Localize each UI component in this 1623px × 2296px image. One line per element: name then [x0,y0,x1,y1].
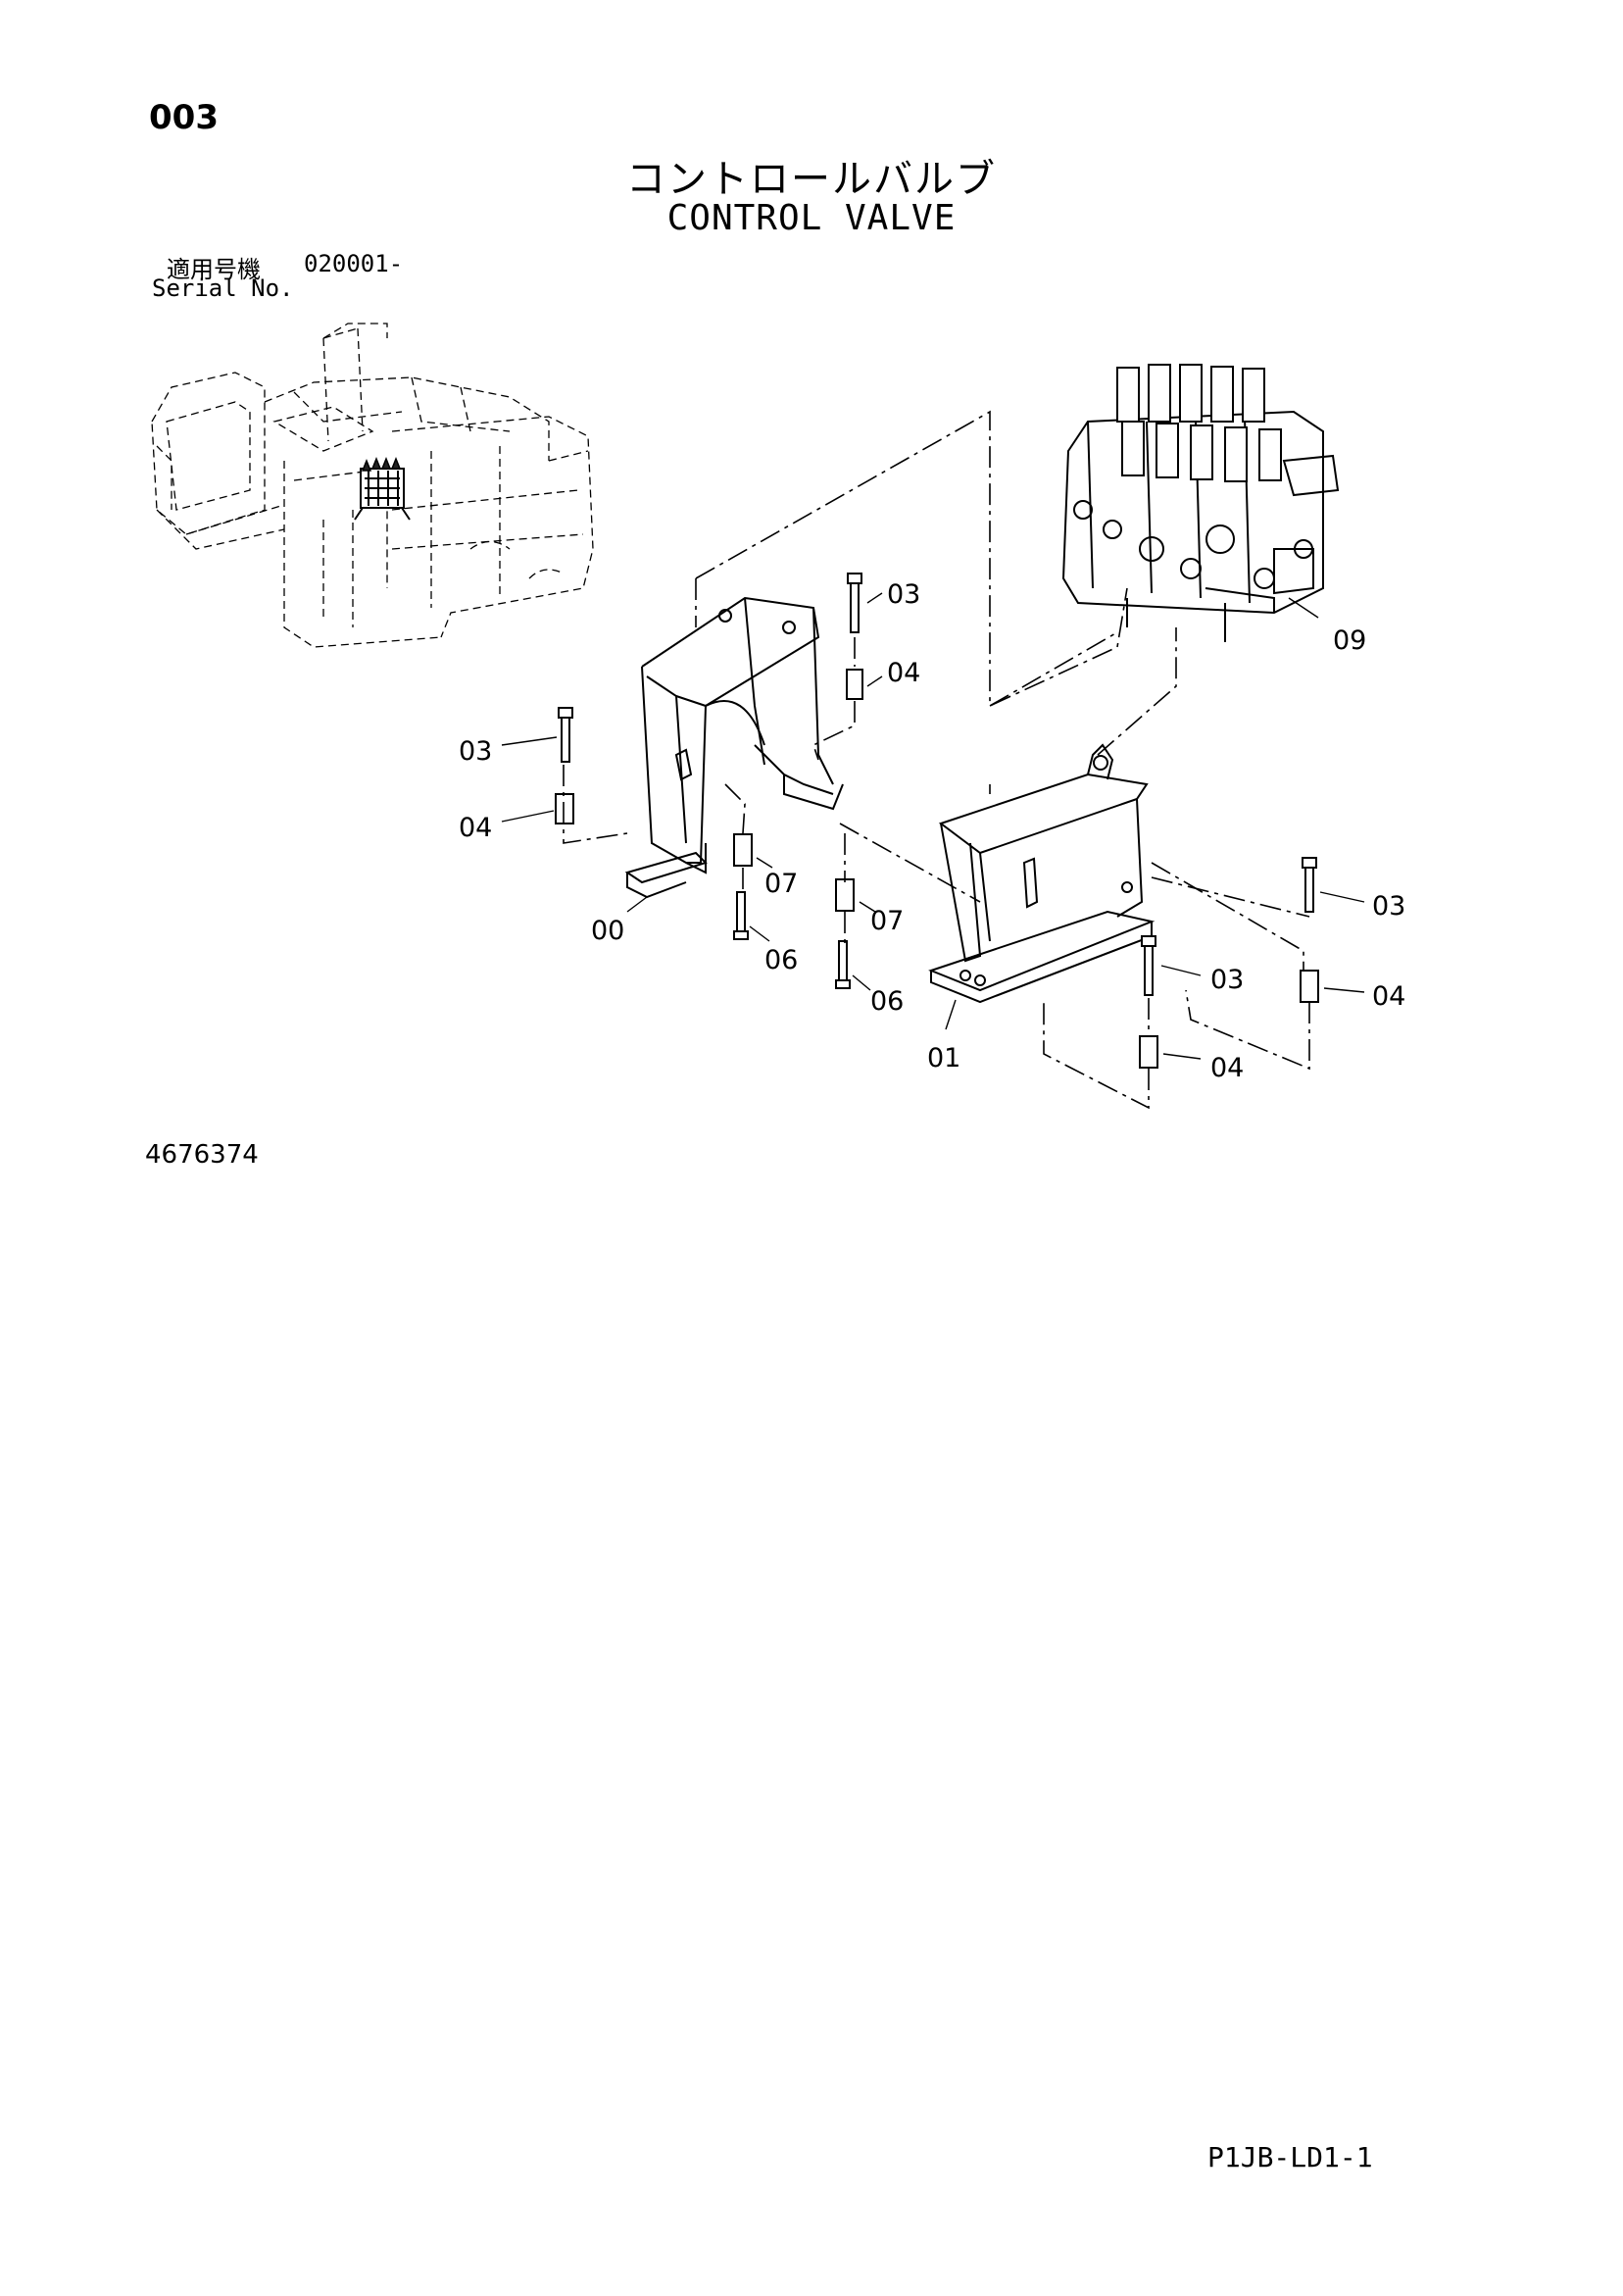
bolt-03-c [1141,935,1202,996]
callout-04-a: 04 [887,658,920,688]
bolt-03-b [501,707,573,763]
bolt-06-b [835,940,871,991]
page-title-japanese: コントロールバルブ [626,157,997,202]
control-valve-assembly [1061,364,1340,642]
bolt-03-d [1302,857,1365,913]
bolt-06-a [733,891,770,942]
serial-number-value: 020001- [304,250,404,277]
callout-03-c: 03 [1210,965,1244,995]
callout-09: 09 [1333,625,1366,656]
spacer-04-a [846,669,883,700]
spacer-04-b [501,793,574,824]
callout-07-a: 07 [764,869,798,899]
bracket-01 [928,743,1156,1030]
valve-spools [1116,364,1282,482]
assembly-center-lines [563,410,1310,1110]
spacer-04-c [1139,1035,1202,1069]
callout-03-b: 03 [459,736,492,767]
callout-03-d: 03 [1372,891,1405,922]
page-title-english: CONTROL VALVE [666,198,957,238]
callout-00: 00 [591,916,624,946]
drawing-number: 4676374 [145,1140,259,1170]
callout-06-a: 06 [764,945,798,975]
spacer-07-a [733,833,773,869]
callout-07-b: 07 [870,906,904,936]
callout-04-d: 04 [1372,981,1405,1012]
page-code: P1JB-LD1-1 [1207,2141,1373,2173]
callout-04-c: 04 [1210,1053,1244,1083]
callout-labels: 03 04 03 04 07 07 06 06 00 01 09 03 04 0… [459,579,1405,1083]
spacer-07-b [835,878,876,913]
bracket-00 [624,596,844,913]
spacer-04-d [1300,970,1365,1003]
callout-04-b: 04 [459,813,492,843]
control-valve-location-icon [354,456,411,521]
bolt-03-a [847,573,883,633]
callout-03-a: 03 [887,579,920,610]
callout-01: 01 [927,1043,960,1073]
excavator-location-drawing [151,323,594,648]
serial-label-japanese: 適用号機 [167,256,261,283]
serial-label-english: Serial No. [152,275,294,302]
page-number: 003 [149,98,219,137]
callout-06-b: 06 [870,986,904,1017]
